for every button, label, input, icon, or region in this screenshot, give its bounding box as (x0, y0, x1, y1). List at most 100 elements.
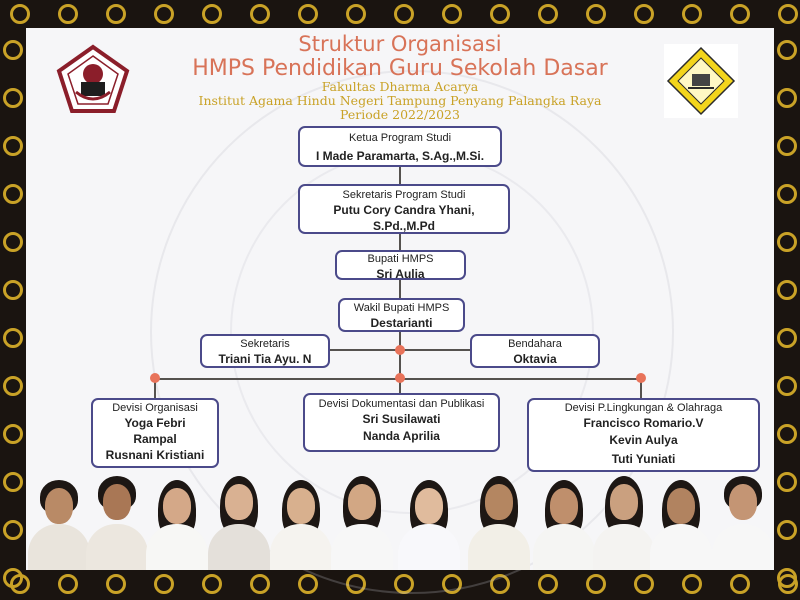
ornament-swirl (3, 280, 23, 300)
hmps-emblem-icon (664, 44, 738, 118)
face-shape (415, 488, 443, 524)
person-name-line2: S.Pd.,M.Pd (372, 219, 435, 233)
member-photo (591, 470, 657, 570)
poster-title: Struktur Organisasi (298, 32, 502, 56)
member-name: Nanda Aprilia (363, 429, 440, 443)
member-photo (710, 470, 776, 570)
member-name: Rusnani Kristiani (105, 448, 205, 462)
body-shape (468, 524, 530, 570)
person-name-line1: Putu Cory Candra Yhani, (333, 203, 475, 217)
ornament-swirl (202, 4, 222, 24)
ornament-swirl (490, 4, 510, 24)
connector-dot-upper (395, 345, 405, 355)
ornament-swirl (250, 4, 270, 24)
member-photo (268, 470, 334, 570)
ornament-swirl (777, 184, 797, 204)
face-shape (287, 488, 315, 524)
ornament-swirl (106, 4, 126, 24)
face-shape (103, 484, 131, 520)
face-shape (163, 488, 191, 524)
connector-divisi-dokumentasi (399, 378, 401, 396)
role-label: Sekretaris Program Studi (342, 189, 466, 201)
ornament-swirl (202, 574, 222, 594)
person-name: Triani Tia Ayu. N (218, 352, 312, 366)
box-kaprodi: Ketua Program Studi I Made Paramarta, S.… (298, 126, 502, 167)
face-shape (485, 484, 513, 520)
ornament-swirl (3, 376, 23, 396)
ornament-swirl (154, 4, 174, 24)
ornament-swirl (3, 232, 23, 252)
member-name: Yoga Febri (124, 416, 186, 430)
connector-divisi-organisasi (154, 378, 156, 400)
body-shape (270, 524, 332, 570)
ornament-swirl (154, 574, 174, 594)
role-label: Bendahara (508, 338, 562, 350)
ornament-swirl (682, 4, 702, 24)
face-shape (667, 488, 695, 524)
member-photo (84, 470, 150, 570)
body-shape (593, 524, 655, 570)
member-photo (466, 470, 532, 570)
poster-subtitle: HMPS Pendidikan Guru Sekolah Dasar (192, 56, 608, 81)
member-photo-strip (26, 470, 774, 570)
ornament-swirl (777, 280, 797, 300)
face-shape (225, 484, 253, 520)
face-shape (729, 484, 757, 520)
member-photo (144, 470, 210, 570)
face-shape (45, 488, 73, 524)
connector-dot-left (150, 373, 160, 383)
connector-dot-right (636, 373, 646, 383)
person-name: I Made Paramarta, S.Ag.,M.Si. (315, 149, 485, 163)
box-wakil: Wakil Bupati HMPS Destarianti (338, 298, 465, 332)
box-bendahara: Bendahara Oktavia (470, 334, 600, 368)
role-label: Sekretaris (240, 338, 290, 350)
role-label: Bupati HMPS (367, 253, 434, 265)
ornament-swirl (682, 574, 702, 594)
ornament-swirl (442, 4, 462, 24)
ornament-swirl (298, 4, 318, 24)
box-sekretaris: Sekretaris Triani Tia Ayu. N (200, 334, 330, 368)
member-photo (26, 470, 92, 570)
ornament-swirl (3, 520, 23, 540)
member-name: Rampal (133, 432, 177, 446)
body-shape (146, 524, 208, 570)
ornament-swirl (3, 88, 23, 108)
ornament-swirl (346, 4, 366, 24)
ornament-swirl (298, 574, 318, 594)
role-label: Ketua Program Studi (348, 132, 452, 144)
person-name: Oktavia (513, 352, 557, 366)
role-label: Devisi P.Lingkungan & Olahraga (564, 402, 723, 414)
member-name: Tuti Yuniati (611, 452, 676, 466)
body-shape (712, 524, 774, 570)
box-bupati: Bupati HMPS Sri Aulia (335, 250, 466, 281)
institute-emblem-icon (56, 44, 130, 113)
connector-dot-center (395, 373, 405, 383)
member-photo (531, 470, 597, 570)
ornament-swirl (777, 328, 797, 348)
ornament-swirl (3, 472, 23, 492)
member-photo (329, 470, 395, 570)
body-shape (208, 524, 270, 570)
body-shape (650, 524, 712, 570)
ornament-swirl (3, 184, 23, 204)
poster-institution: Fakultas Dharma Acarya Institut Agama Hi… (0, 80, 800, 122)
box-sekprodi: Sekretaris Program Studi Putu Cory Candr… (298, 184, 510, 234)
connector-kaprodi-sekprodi (399, 166, 401, 186)
ornament-swirl (3, 328, 23, 348)
member-photo (396, 470, 462, 570)
body-shape (331, 524, 393, 570)
body-shape (533, 524, 595, 570)
ornament-swirl (538, 4, 558, 24)
body-shape (86, 524, 148, 570)
ornament-swirl (3, 136, 23, 156)
ornament-swirl (538, 574, 558, 594)
member-photo (648, 470, 714, 570)
connector-wakil-divisi (399, 331, 401, 381)
ornament-swirl (777, 136, 797, 156)
role-label: Wakil Bupati HMPS (353, 302, 450, 314)
ornament-swirl (634, 4, 654, 24)
ornament-swirl (777, 88, 797, 108)
person-name: Sri Aulia (376, 267, 425, 281)
ornament-swirl (777, 520, 797, 540)
faculty-text: Fakultas Dharma Acarya (321, 79, 479, 94)
